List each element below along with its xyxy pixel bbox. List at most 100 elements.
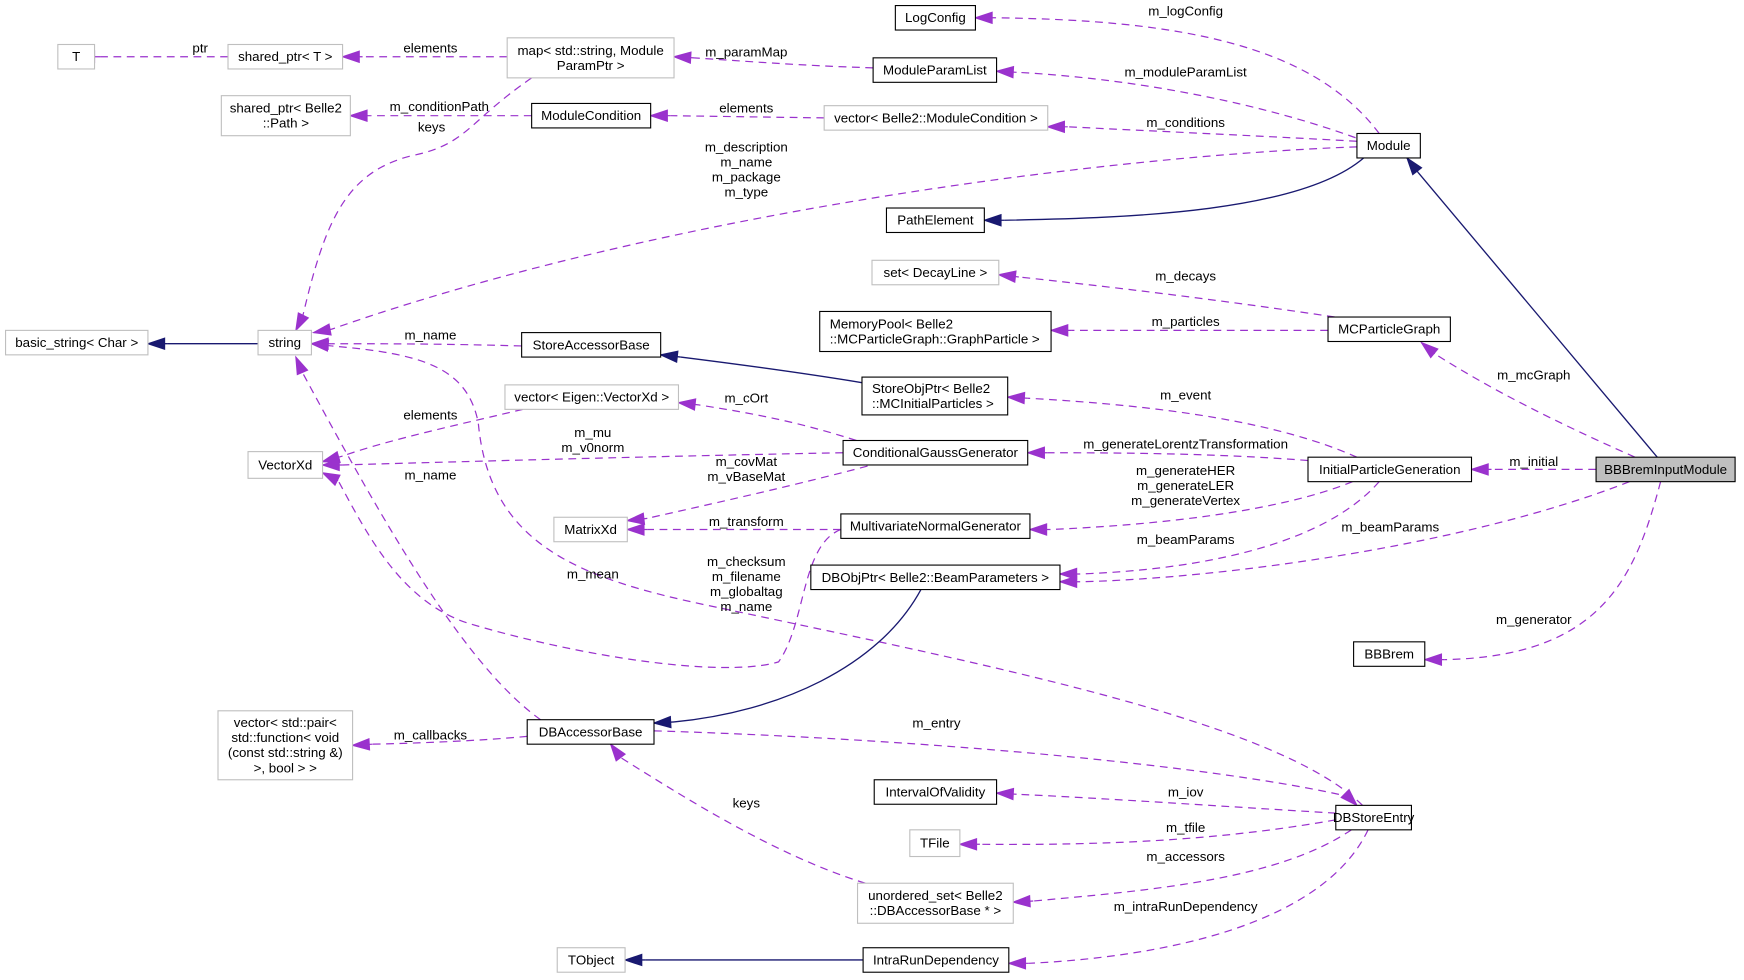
node-mvnormal[interactable]: MultivariateNormalGenerator (840, 513, 1031, 539)
edge-line (1079, 481, 1380, 575)
node-label: IntraRunDependency (873, 952, 999, 967)
usage-edge (1045, 120, 1357, 142)
arrowhead-icon (348, 109, 368, 123)
node-box (1356, 132, 1421, 159)
node-store-obj-ptr[interactable]: StoreObjPtr< Belle2::MCInitialParticles … (861, 376, 1009, 416)
edge-line (301, 372, 541, 721)
edge-label: m_intraRunDependency (1114, 899, 1258, 914)
node-label: DBStoreEntry (1333, 810, 1415, 825)
node-mcparticle-graph[interactable]: MCParticleGraph (1327, 316, 1451, 343)
node-label: std::function< void (231, 730, 339, 745)
node-label: T (72, 49, 80, 64)
arrowhead-icon (320, 471, 341, 487)
edge-label-line: ptr (192, 40, 208, 55)
node-label: basic_string< Char > (15, 335, 138, 350)
usage-edge (340, 50, 508, 64)
node-t[interactable]: T (57, 43, 96, 70)
node-store-accessor-base[interactable]: StoreAccessorBase (521, 332, 662, 358)
edge-label-line: m_entry (912, 715, 960, 730)
edge-label-line: m_accessors (1146, 849, 1225, 864)
usage-edge (625, 465, 868, 525)
edge-label-line: m_decays (1155, 268, 1216, 283)
node-label: >, bool > > (254, 760, 318, 775)
usage-edge (958, 819, 1336, 851)
node-box (553, 516, 628, 543)
edge-label-line: m_globaltag (710, 584, 783, 599)
arrowhead-icon (973, 11, 993, 25)
node-box (556, 947, 626, 973)
node-dbaccessor-base[interactable]: DBAccessorBase (526, 719, 655, 745)
node-path-element[interactable]: PathElement (885, 207, 985, 234)
arrowhead-icon (994, 65, 1015, 79)
node-shared-ptr-t[interactable]: shared_ptr< T > (227, 43, 344, 70)
node-unordered-set[interactable]: unordered_set< Belle2::DBAccessorBase * … (856, 882, 1014, 924)
node-box (871, 259, 1000, 286)
node-label: StoreAccessorBase (533, 337, 650, 352)
usage-edge (1058, 481, 1380, 581)
node-matrix-xd[interactable]: MatrixXd (553, 516, 628, 543)
node-bbbrem-input-module[interactable]: BBBremInputModule (1595, 456, 1736, 483)
usage-edge (1005, 391, 1358, 458)
edge-label-line: m_v0norm (561, 440, 624, 455)
edge-label-line: m_generateLorentzTransformation (1083, 436, 1288, 451)
edge-label-line: m_generator (1496, 612, 1572, 627)
usage-edge (994, 787, 1336, 814)
arrowhead-icon (1007, 956, 1027, 970)
edge-label: m_event (1160, 387, 1211, 402)
edge-label: m_logConfig (1148, 4, 1223, 19)
node-vector-callbacks[interactable]: vector< std::pair<std::function< void(co… (217, 710, 354, 781)
edge-label: m_entry (912, 715, 960, 730)
usage-edge (1469, 463, 1597, 476)
node-tfile[interactable]: TFile (909, 829, 961, 858)
usage-edge (311, 146, 1357, 336)
node-basic-string[interactable]: basic_string< Char > (5, 329, 149, 356)
edge-line (342, 408, 523, 457)
node-tobject[interactable]: TObject (556, 947, 626, 973)
node-string[interactable]: string (257, 329, 312, 356)
inheritance-edge (146, 337, 259, 351)
node-label: ::MCInitialParticles > (872, 396, 994, 411)
usage-edge (309, 339, 1363, 806)
node-box (819, 310, 1052, 353)
node-intra-run-dependency[interactable]: IntraRunDependency (862, 947, 1010, 973)
node-vector-xd[interactable]: VectorXd (247, 451, 324, 479)
node-module-param-list[interactable]: ModuleParamList (872, 57, 998, 83)
edge-label: m_beamParams (1341, 520, 1439, 535)
arrowhead-icon (1405, 156, 1423, 176)
node-box (220, 95, 351, 137)
arrowhead-icon (1420, 341, 1439, 359)
edge-line (337, 480, 842, 669)
node-label: shared_ptr< T > (238, 49, 333, 64)
arrowhead-icon (1049, 324, 1069, 337)
edge-line (1434, 353, 1636, 458)
node-module-condition[interactable]: ModuleCondition (531, 102, 652, 129)
node-vector-eigen[interactable]: vector< Eigen::VectorXd > (504, 384, 680, 410)
node-label: ModuleParamList (883, 63, 987, 78)
node-log-config[interactable]: LogConfig (894, 5, 976, 31)
node-cond-gauss[interactable]: ConditionalGaussGenerator (842, 439, 1029, 466)
edge-label-line: m_conditions (1146, 115, 1225, 130)
node-memory-pool[interactable]: MemoryPool< Belle2::MCParticleGraph::Gra… (819, 310, 1052, 353)
usage-edge (994, 65, 1369, 143)
node-box (57, 43, 96, 70)
edge-line (647, 465, 868, 519)
edge-line (620, 757, 866, 884)
node-dbstore-entry[interactable]: DBStoreEntry (1333, 804, 1415, 831)
node-interval-of-validity[interactable]: IntervalOfValidity (873, 779, 998, 805)
node-dbobj-ptr[interactable]: DBObjPtr< Belle2::BeamParameters > (810, 564, 1061, 591)
node-module[interactable]: Module (1356, 132, 1421, 159)
node-initial-particle-generation[interactable]: InitialParticleGeneration (1307, 456, 1473, 483)
node-label: MemoryPool< Belle2 (830, 316, 953, 331)
node-set-decay[interactable]: set< DecayLine > (871, 259, 1000, 286)
node-bbbrem[interactable]: BBBrem (1353, 641, 1426, 667)
edge-label: m_name (405, 467, 457, 482)
node-label: ModuleCondition (541, 108, 641, 123)
node-vector-modcond[interactable]: vector< Belle2::ModuleCondition > (823, 105, 1049, 131)
inheritance-edge (658, 350, 863, 384)
node-shared-ptr-path[interactable]: shared_ptr< Belle2::Path > (220, 95, 351, 137)
edge-label-line: m_filename (712, 569, 781, 584)
